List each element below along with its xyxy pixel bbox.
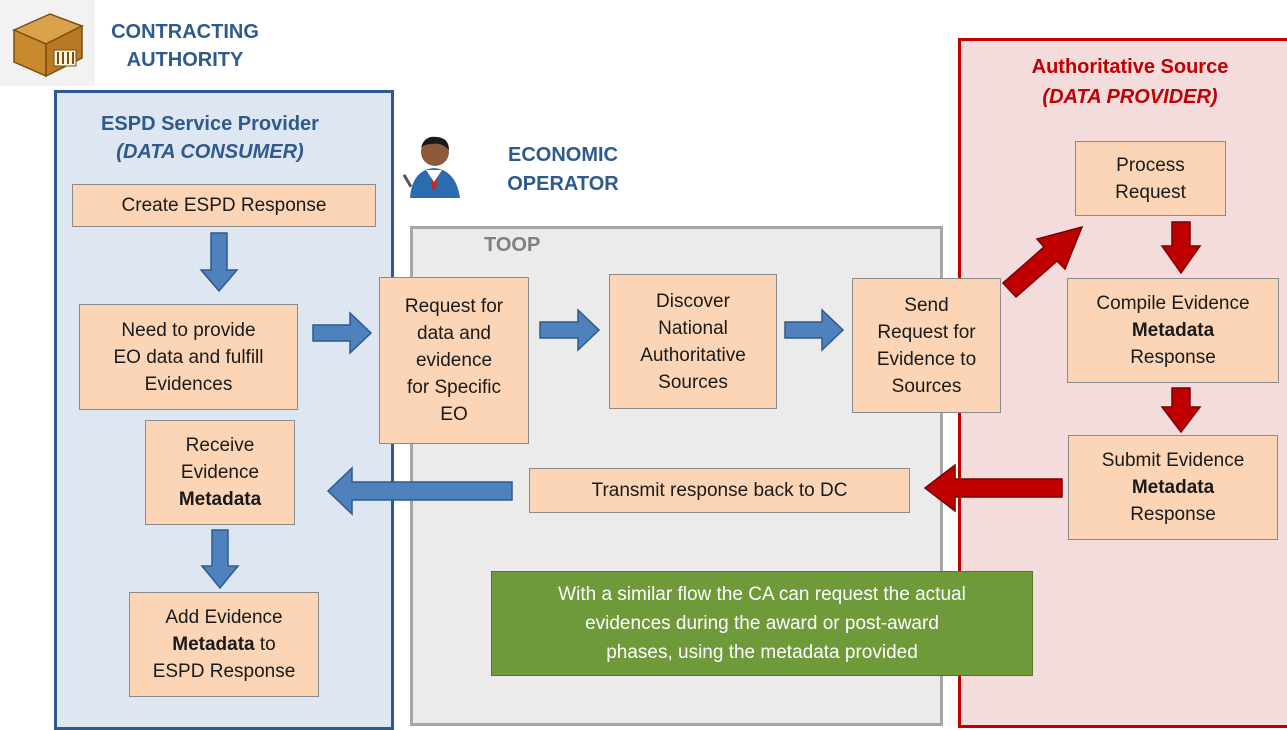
arrow-request-to-discover xyxy=(539,308,601,352)
similar-flow-note: With a similar flow the CA can request t… xyxy=(491,571,1033,676)
toop-panel-title: TOOP xyxy=(484,234,541,256)
arrow-process-to-compile xyxy=(1160,221,1202,275)
arrow-need-to-request xyxy=(312,311,373,355)
arrow-transmit-to-receive xyxy=(326,466,513,516)
consumer-panel-title: ESPD Service Provider (DATA CONSUMER) xyxy=(101,113,319,163)
contracting-authority-label: CONTRACTING AUTHORITY xyxy=(111,21,259,71)
person-icon xyxy=(402,132,466,200)
economic-operator-label: ECONOMIC OPERATOR xyxy=(507,144,619,195)
create-espd-response-box: Create ESPD Response xyxy=(72,184,376,227)
arrow-receive-to-add xyxy=(200,529,240,590)
provider-panel-title: Authoritative Source (DATA PROVIDER) xyxy=(1031,56,1229,108)
arrow-compile-to-submit xyxy=(1160,387,1202,434)
transmit-response-box: Transmit response back to DC xyxy=(529,468,910,513)
arrow-submit-to-transmit xyxy=(923,463,1063,513)
arrow-create-to-need xyxy=(199,232,239,293)
arrow-send-to-process xyxy=(1001,225,1084,299)
building-icon xyxy=(0,0,95,86)
arrow-discover-to-send xyxy=(784,308,845,352)
